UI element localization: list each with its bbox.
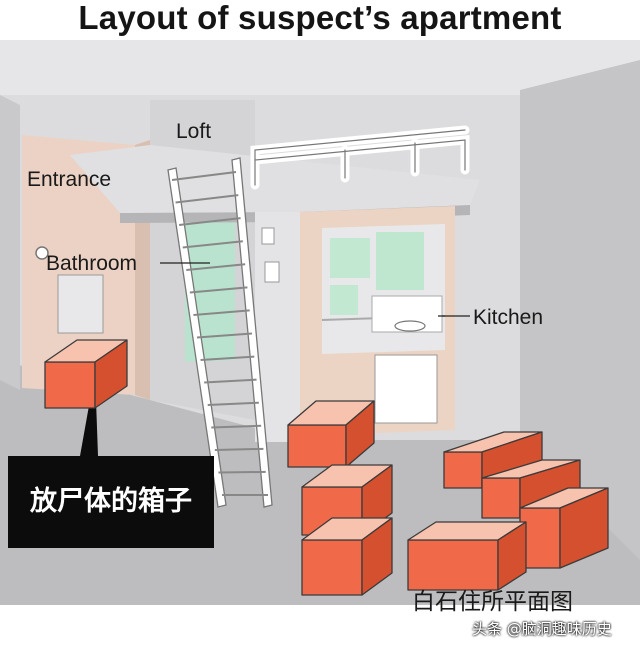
ladder-rung [186,263,246,271]
loft-railing-outline [254,129,466,186]
left-wall [0,95,20,390]
ladder-rung [204,378,257,384]
kitchen-cabinet [330,285,358,315]
kitchen-shelf [330,238,370,278]
ladder-rung [193,309,250,316]
floor-plan-caption: 白石住所平面图 [412,589,573,615]
kitchen-label: Kitchen [473,306,544,329]
ladder-rung [171,171,237,181]
loft-ladder [167,157,273,508]
ladder-rung [179,217,241,226]
callout-pointer [80,400,98,456]
body-box [519,487,609,569]
ladder-rung [182,240,243,249]
body-box [44,339,128,409]
wall-switch [264,261,280,283]
ladder-rung [196,332,253,339]
diagram-title: Layout of suspect’s apartment [78,0,562,36]
bathroom-label: Bathroom [46,252,138,275]
source-watermark: 头条 @脑洞趣味历史 [472,620,612,638]
ladder-rung [200,355,255,361]
kitchen-window [376,232,424,290]
entrance-label: Entrance [27,168,112,191]
ladder-rung [211,424,262,429]
entrance-wall [22,135,135,395]
ladder-rung [207,401,259,406]
body-box [287,400,375,468]
boxes-callout: 放尸体的箱子 [8,456,214,548]
ladder-rung [218,470,266,474]
bathroom-sink [57,274,104,334]
ladder-rung [175,194,239,204]
ceiling [0,40,640,95]
kitchen-sink [394,320,426,332]
loft-label: Loft [176,120,212,143]
kitchen-fridge [374,354,438,424]
body-box [301,517,393,596]
body-box [407,521,527,591]
wall-outlet [261,227,275,245]
body-boxes [44,339,609,596]
ladder-rung [214,447,264,451]
bathroom-fixture [35,246,49,260]
ladder-rung [189,286,248,294]
